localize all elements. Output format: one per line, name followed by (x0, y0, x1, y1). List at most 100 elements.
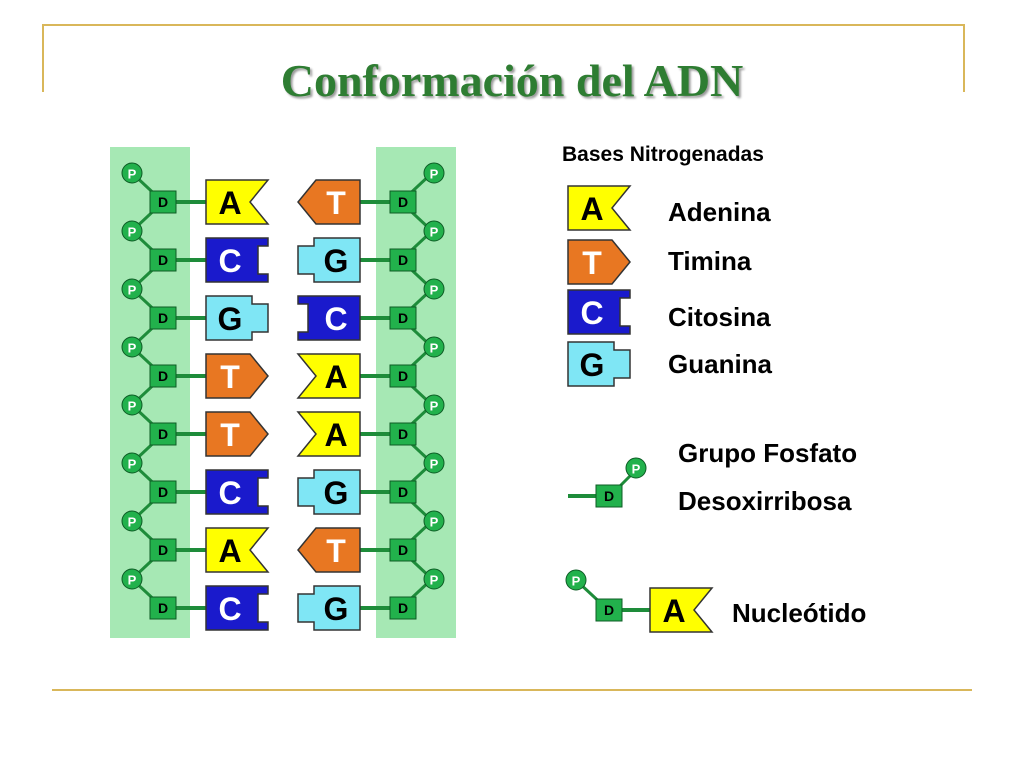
right-base-6-letter: T (326, 533, 346, 569)
left-phosphate-5-letter: P (128, 457, 137, 472)
legend-base-adenina-shape (567, 185, 632, 231)
left-sugar-2 (149, 306, 177, 330)
right-phosphate-6-letter: P (430, 515, 439, 530)
left-phosphate-4-letter: P (128, 399, 137, 414)
right-base-5-shape (297, 469, 361, 515)
right-sugar-2 (389, 306, 417, 330)
right-sugar-4 (389, 422, 417, 446)
frame-top-line (42, 24, 965, 26)
right-base-7-letter: G (324, 591, 349, 627)
legend-nucleotide-phosphate (565, 569, 587, 591)
right-base-3-letter: A (324, 359, 347, 395)
legend-phosphate (625, 457, 647, 479)
left-sugar-5-letter: D (158, 484, 168, 500)
left-sugar-4-letter: D (158, 426, 168, 442)
left-base-2-letter: G (218, 301, 243, 337)
legend-heading: Bases Nitrogenadas (562, 143, 764, 166)
left-sugar-2-letter: D (158, 310, 168, 326)
right-sugar-1-letter: D (398, 252, 408, 268)
left-base-0-letter: A (218, 185, 241, 221)
right-phosphate-0-letter: P (430, 167, 439, 182)
right-base-1-shape (297, 237, 361, 283)
left-sugar-7-letter: D (158, 600, 168, 616)
legend-base-citosina-shape (567, 289, 631, 335)
right-phosphate-5-letter: P (430, 457, 439, 472)
right-base-2-letter: C (324, 301, 347, 337)
right-base-2-shape (297, 295, 361, 341)
right-base-3-shape (296, 353, 361, 399)
right-base-7-shape (297, 585, 361, 631)
left-base-4-letter: T (220, 417, 240, 453)
right-sugar-3 (389, 364, 417, 388)
left-base-6-letter: A (218, 533, 241, 569)
left-base-7-letter: C (218, 591, 241, 627)
legend-label-grupo-fosfato: Grupo Fosfato (678, 438, 858, 468)
left-phosphate-7-letter: P (128, 573, 137, 588)
right-sugar-5 (389, 480, 417, 504)
left-phosphate-0 (121, 162, 143, 184)
right-phosphate-3-letter: P (430, 341, 439, 356)
left-base-1-letter: C (218, 243, 241, 279)
left-sugar-1-letter: D (158, 252, 168, 268)
right-sugar-6-letter: D (398, 542, 408, 558)
right-base-5-letter: G (324, 475, 349, 511)
right-sugar-3-letter: D (398, 368, 408, 384)
legend-nucleotide-base-shape (649, 587, 714, 633)
right-base-6-shape (297, 527, 361, 573)
right-sugar-6 (389, 538, 417, 562)
left-phosphate-3-letter: P (128, 341, 137, 356)
page-title: Conformación del ADN (280, 55, 744, 106)
legend-label-citosina: Citosina (668, 302, 771, 332)
left-phosphate-6 (121, 510, 143, 532)
legend-base-timina-shape (567, 239, 631, 285)
legend-base-citosina-letter: C (580, 295, 603, 331)
left-sugar-0-letter: D (158, 194, 168, 210)
left-phosphate-2 (121, 278, 143, 300)
right-sugar-4-letter: D (398, 426, 408, 442)
right-sugar-0-letter: D (398, 194, 408, 210)
left-phosphate-5 (121, 452, 143, 474)
left-phosphate-7 (121, 568, 143, 590)
left-base-3-letter: T (220, 359, 240, 395)
left-base-3-shape (205, 353, 269, 399)
left-sugar-3 (149, 364, 177, 388)
legend-base-guanina-shape (567, 341, 631, 387)
right-phosphate-2-letter: P (430, 283, 439, 298)
legend-base-adenina-letter: A (580, 191, 603, 227)
left-base-4-shape (205, 411, 269, 457)
left-sugar-5 (149, 480, 177, 504)
left-base-5-letter: C (218, 475, 241, 511)
left-sugar-3-letter: D (158, 368, 168, 384)
right-phosphate-1 (423, 220, 445, 242)
left-strand-background (110, 147, 190, 638)
frame-bottom-line (52, 689, 972, 691)
left-base-0-shape (205, 179, 270, 225)
left-base-7-shape (205, 585, 269, 631)
legend-sugar-letter: D (604, 488, 614, 504)
left-base-5-shape (205, 469, 269, 515)
left-sugar-7 (149, 596, 177, 620)
left-phosphate-4 (121, 394, 143, 416)
left-phosphate-6-letter: P (128, 515, 137, 530)
legend-nucleotide-sugar (595, 598, 623, 622)
left-sugar-4 (149, 422, 177, 446)
legend-phosphate-letter: P (632, 462, 641, 477)
left-phosphate-1 (121, 220, 143, 242)
right-base-4-letter: A (324, 417, 347, 453)
legend-label-guanina: Guanina (668, 349, 773, 379)
right-sugar-1 (389, 248, 417, 272)
right-phosphate-4-letter: P (430, 399, 439, 414)
left-base-1-shape (205, 237, 269, 283)
frame-left-line (42, 24, 44, 92)
right-sugar-7 (389, 596, 417, 620)
legend-base-guanina-letter: G (580, 347, 605, 383)
left-sugar-1 (149, 248, 177, 272)
right-base-0-letter: T (326, 185, 346, 221)
right-base-0-shape (297, 179, 361, 225)
legend-label-adenina: Adenina (668, 197, 771, 227)
left-sugar-6-letter: D (158, 542, 168, 558)
legend-label-timina: Timina (668, 246, 752, 276)
legend-nucleotide-phosphate-letter: P (572, 574, 581, 589)
left-base-6-shape (205, 527, 270, 573)
